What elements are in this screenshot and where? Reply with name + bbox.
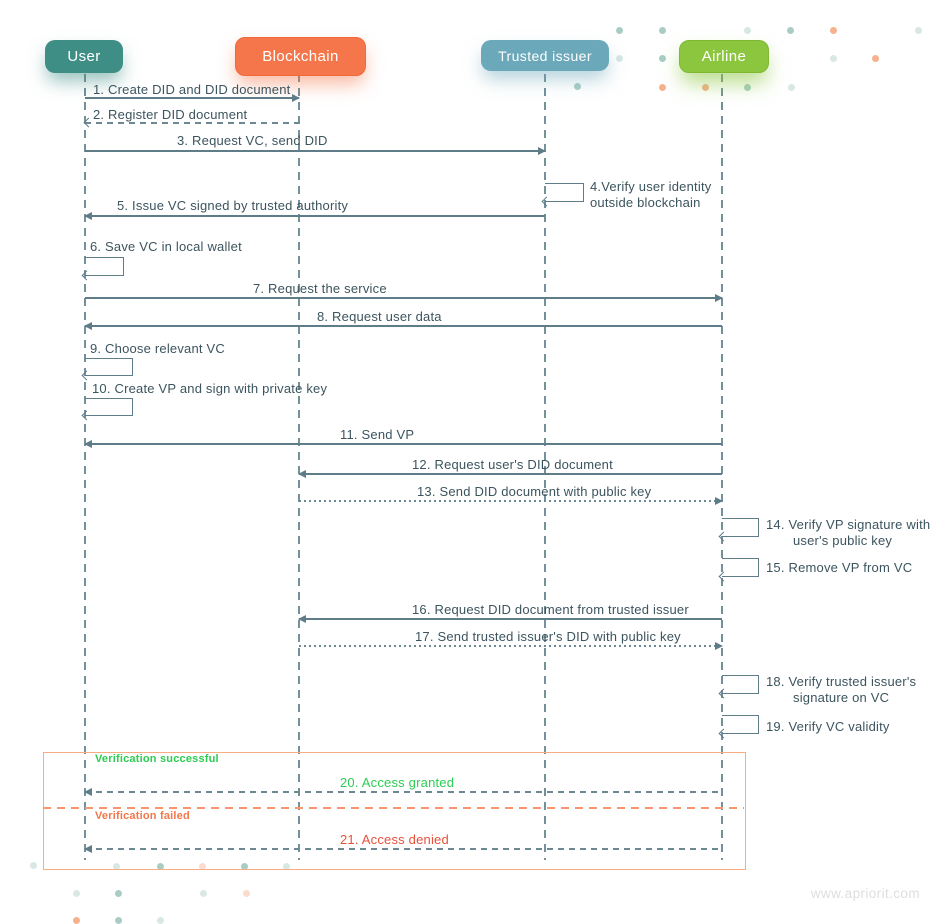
dot-icon: [744, 27, 751, 34]
lifeline-trusted-issuer: [544, 74, 546, 860]
message-16-label: 16. Request DID document from trusted is…: [412, 602, 689, 617]
message-17-label: 17. Send trusted issuer's DID with publi…: [415, 629, 681, 644]
message-12-label: 12. Request user's DID document: [412, 457, 613, 472]
watermark: www.apriorit.com: [810, 886, 920, 901]
dot-icon: [659, 55, 666, 62]
alt-frame: [43, 752, 746, 870]
dot-icon: [702, 84, 709, 91]
message-21-label: 21. Access denied: [340, 832, 449, 847]
dot-icon: [115, 890, 122, 897]
message-3-label: 3. Request VC, send DID: [177, 133, 328, 148]
actor-user: User: [45, 40, 123, 73]
arrowhead-left-icon: [84, 321, 92, 330]
dot-icon: [659, 27, 666, 34]
message-14-selfloop: [718, 518, 759, 542]
message-8-arrow: [84, 321, 722, 330]
guard-verification-failed: Verification failed: [95, 810, 190, 822]
arrowhead-left-icon: [84, 211, 92, 220]
message-20-label: 20. Access granted: [340, 775, 455, 790]
dot-icon: [199, 863, 206, 870]
message-13-label: 13. Send DID document with public key: [417, 484, 652, 499]
lifeline-airline: [721, 74, 723, 860]
dot-icon: [872, 55, 879, 62]
message-19-label: 19. Verify VC validity: [766, 719, 890, 734]
dot-icon: [830, 27, 837, 34]
message-11-arrow: [84, 439, 722, 448]
arrowhead-right-icon: [715, 496, 723, 505]
arrowhead-right-icon: [292, 93, 300, 102]
dot-icon: [616, 55, 623, 62]
message-15-selfloop: [718, 558, 759, 582]
message-12-arrow: [298, 469, 722, 478]
message-10-label: 10. Create VP and sign with private key: [92, 381, 328, 396]
actor-trusted-issuer-label: Trusted issuer: [498, 47, 592, 64]
dot-icon: [157, 863, 164, 870]
message-18-label: 18. Verify trusted issuer's signature on…: [766, 674, 917, 705]
arrowhead-right-icon: [538, 146, 546, 155]
message-13-arrow: [299, 496, 723, 505]
message-8-label: 8. Request user data: [317, 309, 442, 324]
message-2-label: 2. Register DID document: [93, 107, 248, 122]
dot-icon: [200, 890, 207, 897]
dot-icon: [915, 27, 922, 34]
actor-blockchain: Blockchain: [235, 37, 366, 76]
actor-user-label: User: [67, 48, 101, 65]
message-17-arrow: [299, 641, 723, 650]
arrowhead-left-icon: [84, 844, 92, 853]
message-1-arrow: [85, 93, 300, 102]
message-5-arrow: [84, 211, 545, 220]
message-10-selfloop: [81, 398, 133, 421]
arrowhead-left-icon: [84, 787, 92, 796]
dot-icon: [113, 863, 120, 870]
dot-icon: [659, 84, 666, 91]
dot-icon: [241, 863, 248, 870]
message-14-label: 14. Verify VP signature with user's publ…: [766, 517, 931, 548]
message-20-arrow: [84, 787, 722, 796]
dot-icon: [73, 890, 80, 897]
message-5-label: 5. Issue VC signed by trusted authority: [117, 198, 349, 213]
dot-icon: [73, 917, 80, 924]
dot-icon: [115, 917, 122, 924]
message-7-arrow: [85, 293, 723, 302]
message-6-label: 6. Save VC in local wallet: [90, 239, 242, 254]
dot-icon: [788, 84, 795, 91]
actor-airline: Airline: [679, 40, 769, 73]
message-3-arrow: [85, 146, 546, 155]
lifeline-user: [84, 74, 86, 860]
dot-icon: [243, 890, 250, 897]
message-16-arrow: [298, 614, 722, 623]
dot-icon: [616, 27, 623, 34]
message-21-arrow: [84, 844, 722, 853]
dot-icon: [744, 84, 751, 91]
message-11-label: 11. Send VP: [340, 427, 415, 442]
dot-icon: [830, 55, 837, 62]
actor-trusted-issuer: Trusted issuer: [481, 40, 609, 71]
dot-icon: [574, 83, 581, 90]
message-7-label: 7. Request the service: [253, 281, 387, 296]
lifeline-blockchain: [298, 74, 300, 860]
arrowhead-right-icon: [715, 293, 723, 302]
dot-icon: [283, 863, 290, 870]
message-19-selfloop: [718, 715, 759, 739]
message-2-arrow: [83, 117, 299, 128]
message-9-label: 9. Choose relevant VC: [90, 341, 225, 356]
dot-icon: [157, 917, 164, 924]
arrowhead-left-icon: [84, 439, 92, 448]
dot-icon: [787, 27, 794, 34]
guard-verification-successful: Verification successful: [95, 753, 219, 765]
message-6-selfloop: [81, 257, 124, 281]
message-4-selfloop: [541, 183, 584, 207]
message-4-label: 4.Verify user identity outside blockchai…: [590, 179, 712, 210]
actor-blockchain-label: Blockchain: [262, 48, 339, 65]
arrowhead-left-icon: [298, 614, 306, 623]
message-18-selfloop: [718, 675, 759, 699]
message-1-label: 1. Create DID and DID document: [93, 82, 291, 97]
arrowhead-left-icon: [298, 469, 306, 478]
dot-icon: [30, 862, 37, 869]
message-15-label: 15. Remove VP from VC: [766, 560, 913, 575]
actor-airline-label: Airline: [701, 48, 747, 65]
alt-frame-divider: [43, 807, 744, 809]
message-9-selfloop: [81, 358, 133, 381]
arrowhead-right-icon: [715, 641, 723, 650]
